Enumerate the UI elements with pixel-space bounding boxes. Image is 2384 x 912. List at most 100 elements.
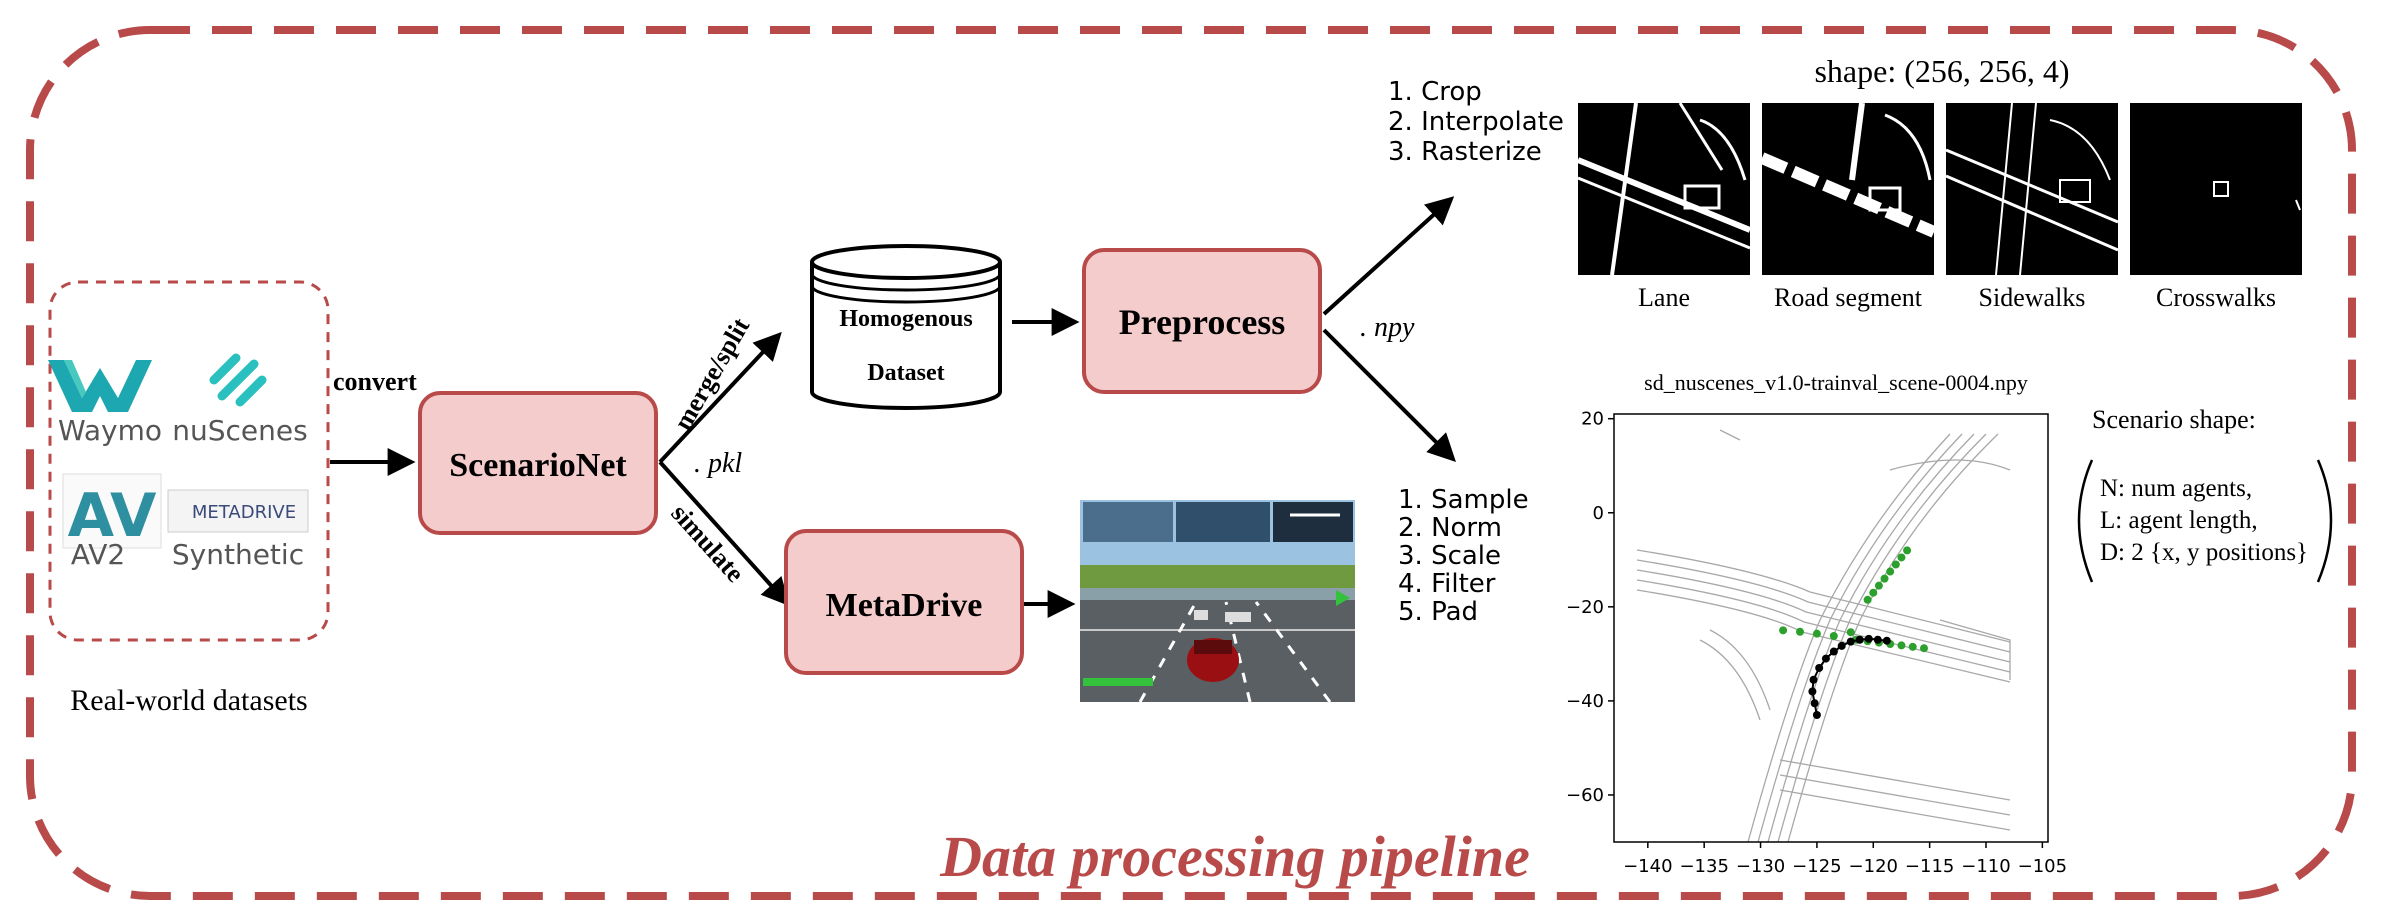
scatter-point [1886,567,1895,576]
scatter-point [1846,628,1855,637]
dataset-label-line1: Homogenous [839,306,972,332]
x-tick-label: −120 [1849,856,1898,877]
raster-road-segment-panel [1759,102,1937,275]
scatter-point [1812,629,1821,638]
x-tick-label: −110 [1961,856,2010,877]
raster-layer-label: Crosswalks [2156,283,2276,312]
chart-title: sd_nuscenes_v1.0-trainval_scene-0004.npy [1644,370,2028,395]
y-tick-label: −40 [1566,691,1604,712]
scatter-point [1880,574,1889,583]
scatter-point [1821,654,1830,663]
scatter-point [1908,642,1917,651]
scenario-shape-line: N: num agents, [2100,475,2252,502]
scatter-point [1829,631,1838,640]
step-bottom-item: 3. Scale [1398,541,1501,571]
raster-layer-labels: Lane Road segment Sidewalks Crosswalks [1638,283,2276,312]
scatter-point [1829,647,1838,656]
pipeline-title: Data processing pipeline [939,824,1530,889]
metadrive-screenshot [1080,500,1355,702]
step-bottom-item: 2. Norm [1398,513,1502,543]
dataset-cylinder [810,244,1002,410]
scatter-point [1810,699,1819,708]
x-tick-label: −140 [1623,856,1672,877]
scatter-point [1874,581,1883,590]
x-tick-label: −105 [2018,856,2067,877]
scatter-point [1855,635,1864,644]
scatter-point [1779,626,1788,635]
x-tick-label: −115 [1905,856,1954,877]
scatter-point [1808,687,1817,696]
scenario-right-paren [2316,459,2333,583]
step-bottom-item: 1. Sample [1398,485,1529,515]
av2-logo-frame [62,473,162,549]
raster-shape-label: shape: (256, 256, 4) [1814,53,2069,89]
scatter-point [1837,641,1846,650]
preprocess-label: Preprocess [1119,302,1286,342]
scatter-point [1809,675,1818,684]
scatter-point [1891,560,1900,569]
scatter-point [1873,635,1882,644]
scatter-point [1897,641,1906,650]
scatter-point [1920,644,1928,653]
scatter-point [1796,627,1804,636]
convert-label: convert [333,367,417,396]
raster-crosswalks-panel [2130,103,2302,275]
raster-layer-label: Road segment [1774,283,1923,312]
outer-frame [26,26,2356,900]
x-tick-label: −135 [1679,856,1728,877]
step-top-item: 1. Crop [1388,77,1482,107]
waymo-logo [48,360,152,412]
scatter-point [1846,637,1855,646]
y-tick-label: 20 [1581,409,1604,430]
simulate-arrow [658,460,790,607]
merge-split-arrow [658,331,782,464]
raster-layer-label: Sidewalks [1979,283,2086,312]
dataset-label-line2: Dataset [867,360,944,386]
nuscenes-logo [209,353,267,407]
preprocess-node [1082,248,1322,394]
scatter-point [1869,588,1878,597]
scatter-point [1897,553,1906,562]
plot-axes: −140 −135 −130 −125 −120 −115 −110 −105 20 0 −20 −4… [1566,409,2067,877]
road-map-background [1636,429,2011,842]
y-tick-label: −20 [1566,597,1604,618]
step-bottom-item: 5. Pad [1398,597,1478,627]
scatter-points [1779,546,1928,720]
metadrive-label: MetaDrive [826,587,983,624]
plot-frame [1613,413,2049,843]
metadrive-logo: METADRIVE [192,502,296,523]
y-tick-label: 0 [1593,503,1604,524]
simulate-label: simulate [666,499,750,588]
x-tick-label: −130 [1736,856,1785,877]
npy-label: . npy [1360,312,1415,343]
datasets-box [48,280,330,642]
metadrive-node [784,529,1024,675]
x-tick-label: −125 [1792,856,1841,877]
waymo-label: Waymo [58,414,162,447]
step-bottom-item: 4. Filter [1398,569,1496,599]
datasets-group-label: Real-world datasets [70,684,307,717]
av2-logo: AV [68,481,157,551]
step-top-item: 2. Interpolate [1388,107,1564,137]
scatter-point [1863,595,1872,604]
metadrive-logo-frame [167,489,309,533]
raster-lane-panel [1576,102,1752,276]
preprocess-to-scenario-arrow [1322,328,1456,462]
nuscenes-label: nuScenes [172,414,307,447]
datasets-group: Waymo nuScenes AV AV2 METADRIVE Syntheti… [48,280,330,717]
scenario-shape-line: D: 2 {x, y positions} [2100,539,2308,566]
scenario-shape-lines: N: num agents, L: agent length, D: 2 {x, y… [2100,475,2308,566]
scenario-left-paren [2077,459,2094,583]
scenario-shape-line: L: agent length, [2100,507,2258,534]
raster-layer-label: Lane [1638,283,1690,312]
raster-sidewalks-panel [1945,102,2119,276]
scenarionet-node [418,391,658,535]
av2-label: AV2 [71,538,125,571]
scenarionet-label: ScenarioNet [449,447,627,484]
scatter-point [1812,711,1821,720]
step-top-item: 3. Rasterize [1388,137,1542,167]
